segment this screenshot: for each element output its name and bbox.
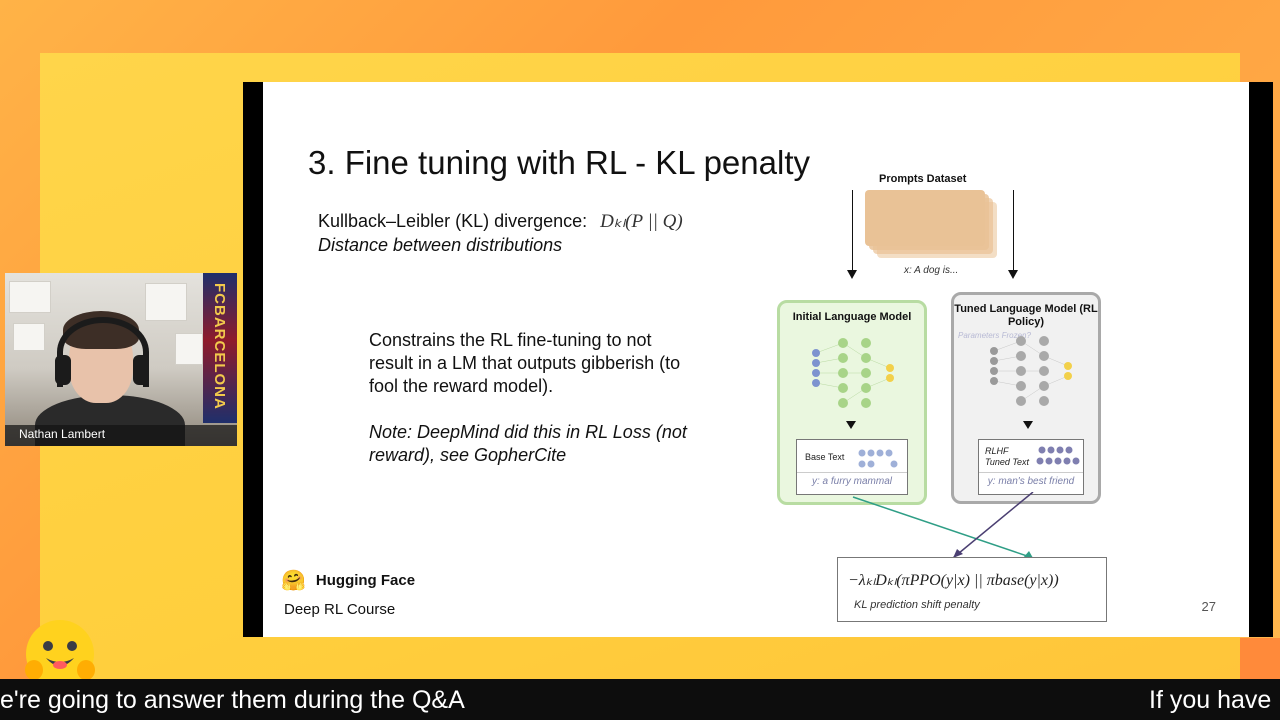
arrowhead-icon (953, 549, 963, 558)
base-text-box: Base Text y: a furry mammal (796, 439, 908, 495)
headset-earcup (133, 355, 149, 385)
note-text: Note: DeepMind did this in RL Loss (not … (369, 422, 687, 465)
rlhf-output: y: man's best friend (979, 472, 1083, 487)
caption-next: If you have (1149, 686, 1272, 714)
token-dots-icon (1036, 446, 1080, 465)
kl-penalty-formula: −λₖₗDₖₗ(πPPO(y|x) || πbase(y|x)) (848, 572, 1059, 589)
rlhf-text-box: RLHF Tuned Text y: man's best friend (978, 439, 1084, 495)
team-banner (203, 273, 237, 423)
hugging-face-icon: 🤗 (281, 570, 306, 592)
arrow-down-icon (847, 270, 857, 279)
prompt-card (865, 190, 985, 246)
initial-model-title: Initial Language Model (792, 311, 912, 323)
webcam-feed: FCBARCELONA Nathan Lambert (5, 273, 237, 446)
prompts-dataset-stack (865, 190, 1000, 258)
wall-frame (145, 283, 187, 321)
tuned-language-model: Tuned Language Model (RL Policy) Paramet… (951, 292, 1101, 504)
neural-network-icon (990, 336, 1072, 406)
frame-accent (1240, 638, 1280, 680)
arrow-line (852, 190, 853, 270)
purple-arrow-line (952, 492, 1034, 559)
base-text-output: y: a furry mammal (797, 472, 907, 487)
kl-comparison-arrows (852, 492, 1034, 559)
base-text-label: Base Text (805, 452, 845, 462)
presentation-slide: 3. Fine tuning with RL - KL penalty Kull… (243, 82, 1273, 637)
slide-title: 3. Fine tuning with RL - KL penalty (308, 144, 810, 181)
arrow-line (1013, 190, 1014, 270)
prompts-dataset-title: Prompts Dataset (879, 173, 967, 185)
kl-text: Kullback–Leibler (KL) divergence: (318, 211, 588, 231)
kl-subtitle: Distance between distributions (318, 235, 563, 255)
tuned-text-label: Tuned Text (985, 457, 1030, 467)
headset-earcup (55, 355, 71, 385)
course-name: Deep RL Course (284, 601, 396, 618)
hugging-face-logo-icon (25, 620, 95, 680)
arrow-down-icon (1023, 421, 1033, 429)
caption-current: e're going to answer them during the Q&A (0, 686, 465, 714)
rlhf-label: RLHF (985, 446, 1009, 456)
wall-frame (175, 333, 203, 365)
tuned-model-title: Tuned Language Model (RL Policy) (954, 303, 1098, 328)
name-bar (5, 425, 237, 446)
green-arrow-line (852, 496, 1034, 559)
participant-name: Nathan Lambert (19, 427, 106, 441)
token-dots-icon (858, 449, 898, 468)
kl-definition: Kullback–Leibler (KL) divergence: Dₖₗ(P … (318, 210, 683, 233)
neural-network-icon (812, 338, 894, 408)
brand-name: Hugging Face (315, 572, 416, 589)
kl-penalty-box: −λₖₗDₖₗ(πPPO(y|x) || πbase(y|x)) KL pred… (837, 557, 1107, 622)
initial-language-model: Initial Language Model Base Text (777, 300, 927, 505)
caption-bar (0, 679, 1280, 720)
arrowhead-icon (1023, 551, 1033, 558)
slide-content: 3. Fine tuning with RL - KL penalty Kull… (263, 82, 1249, 637)
headset-icon (57, 317, 149, 387)
constrains-text: Constrains the RL fine-tuning to not res… (369, 330, 681, 396)
prompt-example: x: A dog is... (904, 265, 959, 276)
wall-frame (13, 323, 45, 351)
arrow-down-icon (846, 421, 856, 429)
wall-frame (9, 281, 51, 313)
frozen-label: Parameters Frozen? (958, 331, 1031, 340)
kl-formula: Dₖₗ(P || Q) (600, 211, 683, 232)
page-number: 27 (1201, 599, 1216, 614)
brand-row: 🤗 Hugging Face (281, 568, 415, 593)
banner-text: FCBARCELONA (211, 283, 228, 410)
arrow-down-icon (1008, 270, 1018, 279)
kl-penalty-caption: KL prediction shift penalty (854, 599, 980, 611)
